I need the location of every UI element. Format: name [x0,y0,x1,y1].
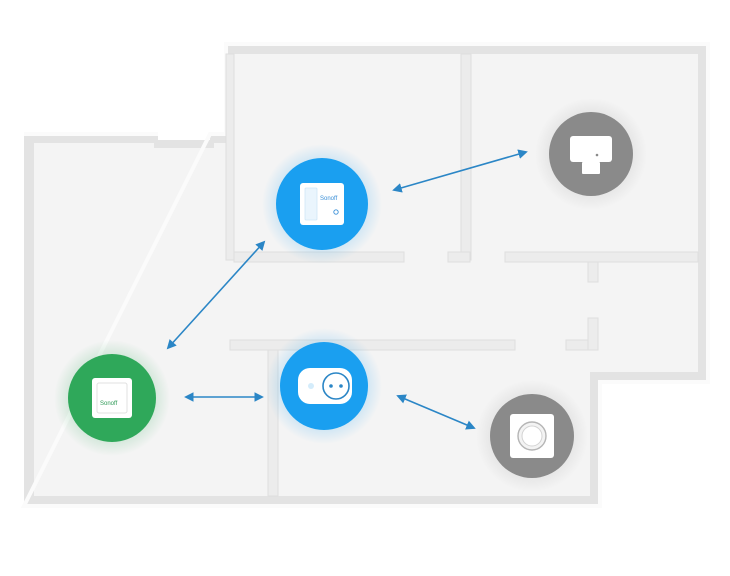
hub-device[interactable]: Sonoff [54,340,170,456]
wall-lower-top [229,339,516,351]
wall-lower-right [587,317,599,351]
wall-upper-right-bottom [504,251,699,263]
wall-switch-icon: Sonoff [92,378,132,418]
hub-brand-label: Sonoff [100,401,118,407]
wall-right-stub [587,261,599,283]
switch-module-icon: Sonoff [300,183,344,225]
link-hub-to-switch [166,240,266,350]
wall-upper-mid-bottom [447,251,471,263]
switch-brand-label: Sonoff [320,196,338,202]
round-button-icon [510,414,554,458]
motion-sensor-device[interactable] [535,98,647,210]
smart-switch-device[interactable]: Sonoff [262,144,382,264]
connection-links [166,149,528,430]
smart-plug-device[interactable] [266,328,382,444]
motion-sensor-icon [570,136,612,174]
link-switch-to-motion-sensor [392,149,528,193]
wireless-button-device[interactable] [476,380,588,492]
power-socket-icon [298,368,352,404]
link-plug-to-button [396,394,476,430]
wall-upper-left-side [225,53,235,261]
wall-top-divider [460,53,472,261]
